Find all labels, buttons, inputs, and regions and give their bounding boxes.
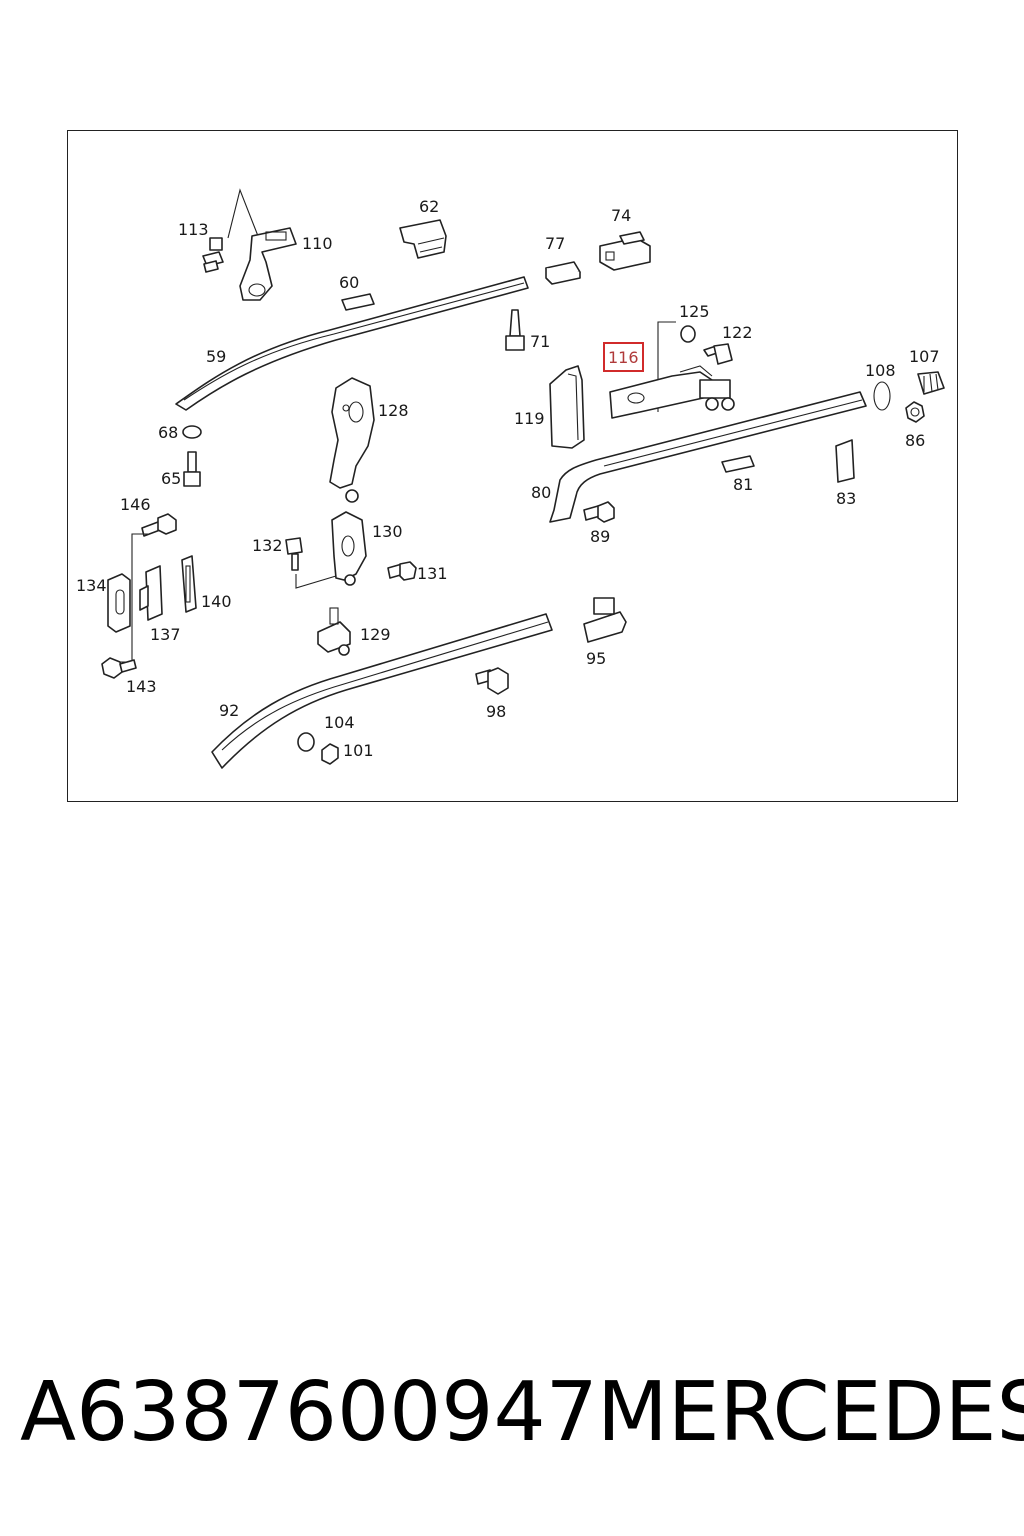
part-129-bracket <box>317 607 351 656</box>
label-77: 77 <box>545 234 566 253</box>
part-68-washer <box>182 425 202 439</box>
label-62: 62 <box>419 197 440 216</box>
part-130-hinge <box>331 511 367 586</box>
label-65: 65 <box>161 469 182 488</box>
part-116-carrier <box>609 365 735 419</box>
part-86-nut <box>905 401 925 423</box>
label-140: 140 <box>201 592 232 611</box>
part-62-clip <box>399 219 447 259</box>
label-129: 129 <box>360 625 391 644</box>
part-140-strip <box>181 555 197 613</box>
part-65-bolt <box>183 451 201 487</box>
label-119: 119 <box>514 409 545 428</box>
label-95: 95 <box>586 649 607 668</box>
label-137: 137 <box>150 625 181 644</box>
label-59: 59 <box>206 347 227 366</box>
part-146-bolt <box>141 513 177 537</box>
leader-130 <box>295 574 337 589</box>
part-81-block <box>721 455 755 473</box>
part-98-bolt <box>475 667 509 695</box>
label-107: 107 <box>909 347 940 366</box>
parts-diagram-drawing <box>101 188 945 769</box>
part-59-rail <box>175 276 529 411</box>
label-143: 143 <box>126 677 157 696</box>
leader-113-110 <box>227 188 259 239</box>
part-104-washer <box>297 732 315 752</box>
label-132: 132 <box>252 536 283 555</box>
label-101: 101 <box>343 741 374 760</box>
label-122: 122 <box>722 323 753 342</box>
parts-diagram-frame <box>67 130 958 802</box>
label-131: 131 <box>417 564 448 583</box>
label-108: 108 <box>865 361 896 380</box>
part-108-ring <box>873 381 891 411</box>
label-110: 110 <box>302 234 333 253</box>
part-74-block <box>599 231 651 271</box>
part-134-latch <box>107 573 131 633</box>
label-74: 74 <box>611 206 632 225</box>
part-110-bracket <box>239 227 297 301</box>
label-125: 125 <box>679 302 710 321</box>
label-98: 98 <box>486 702 507 721</box>
part-107-roller <box>917 371 945 395</box>
label-134: 134 <box>76 576 107 595</box>
part-77-block <box>545 261 581 285</box>
label-60: 60 <box>339 273 360 292</box>
brand-name-text: MERCEDES <box>597 1365 1024 1460</box>
part-80-rail <box>549 391 867 523</box>
part-125-washer <box>680 325 696 343</box>
label-113: 113 <box>178 220 209 239</box>
label-71: 71 <box>530 332 551 351</box>
part-132-bolt <box>285 537 303 571</box>
part-89-bolt <box>583 501 615 523</box>
part-122-bolt <box>703 343 733 365</box>
label-83: 83 <box>836 489 857 508</box>
label-104: 104 <box>324 713 355 732</box>
label-68: 68 <box>158 423 179 442</box>
part-137-plate <box>139 565 163 621</box>
label-86: 86 <box>905 431 926 450</box>
part-83-strip <box>835 439 855 483</box>
part-92-rail <box>211 613 553 769</box>
label-146: 146 <box>120 495 151 514</box>
label-89: 89 <box>590 527 611 546</box>
part-119-pad <box>549 365 585 449</box>
label-81: 81 <box>733 475 754 494</box>
label-92: 92 <box>219 701 240 720</box>
part-number-text: A6387600947 <box>20 1365 598 1460</box>
label-116-highlighted[interactable]: 116 <box>603 342 644 372</box>
part-143-bolt <box>101 657 137 679</box>
part-101-nut <box>321 743 339 765</box>
label-128: 128 <box>378 401 409 420</box>
part-60-block <box>341 293 375 311</box>
label-130: 130 <box>372 522 403 541</box>
part-71-screw <box>505 309 525 351</box>
part-95-roller <box>583 597 627 643</box>
part-113-bolt <box>202 237 224 273</box>
part-128-arm <box>329 377 375 503</box>
part-131-bolt <box>387 561 417 581</box>
label-80: 80 <box>531 483 552 502</box>
